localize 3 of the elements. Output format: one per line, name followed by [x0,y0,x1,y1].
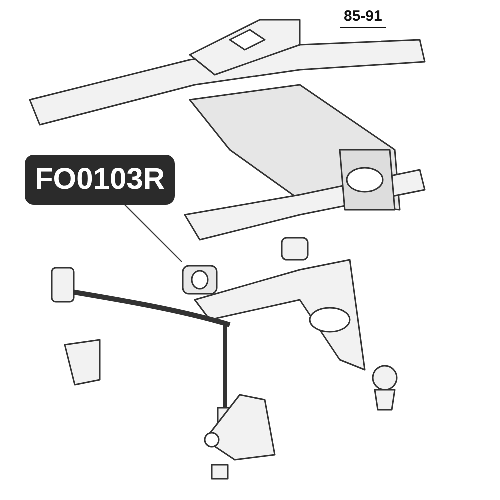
leader-line [124,204,182,262]
part-number-label: FO0103R [25,155,175,205]
model-years-label: 85-91 [340,8,386,28]
